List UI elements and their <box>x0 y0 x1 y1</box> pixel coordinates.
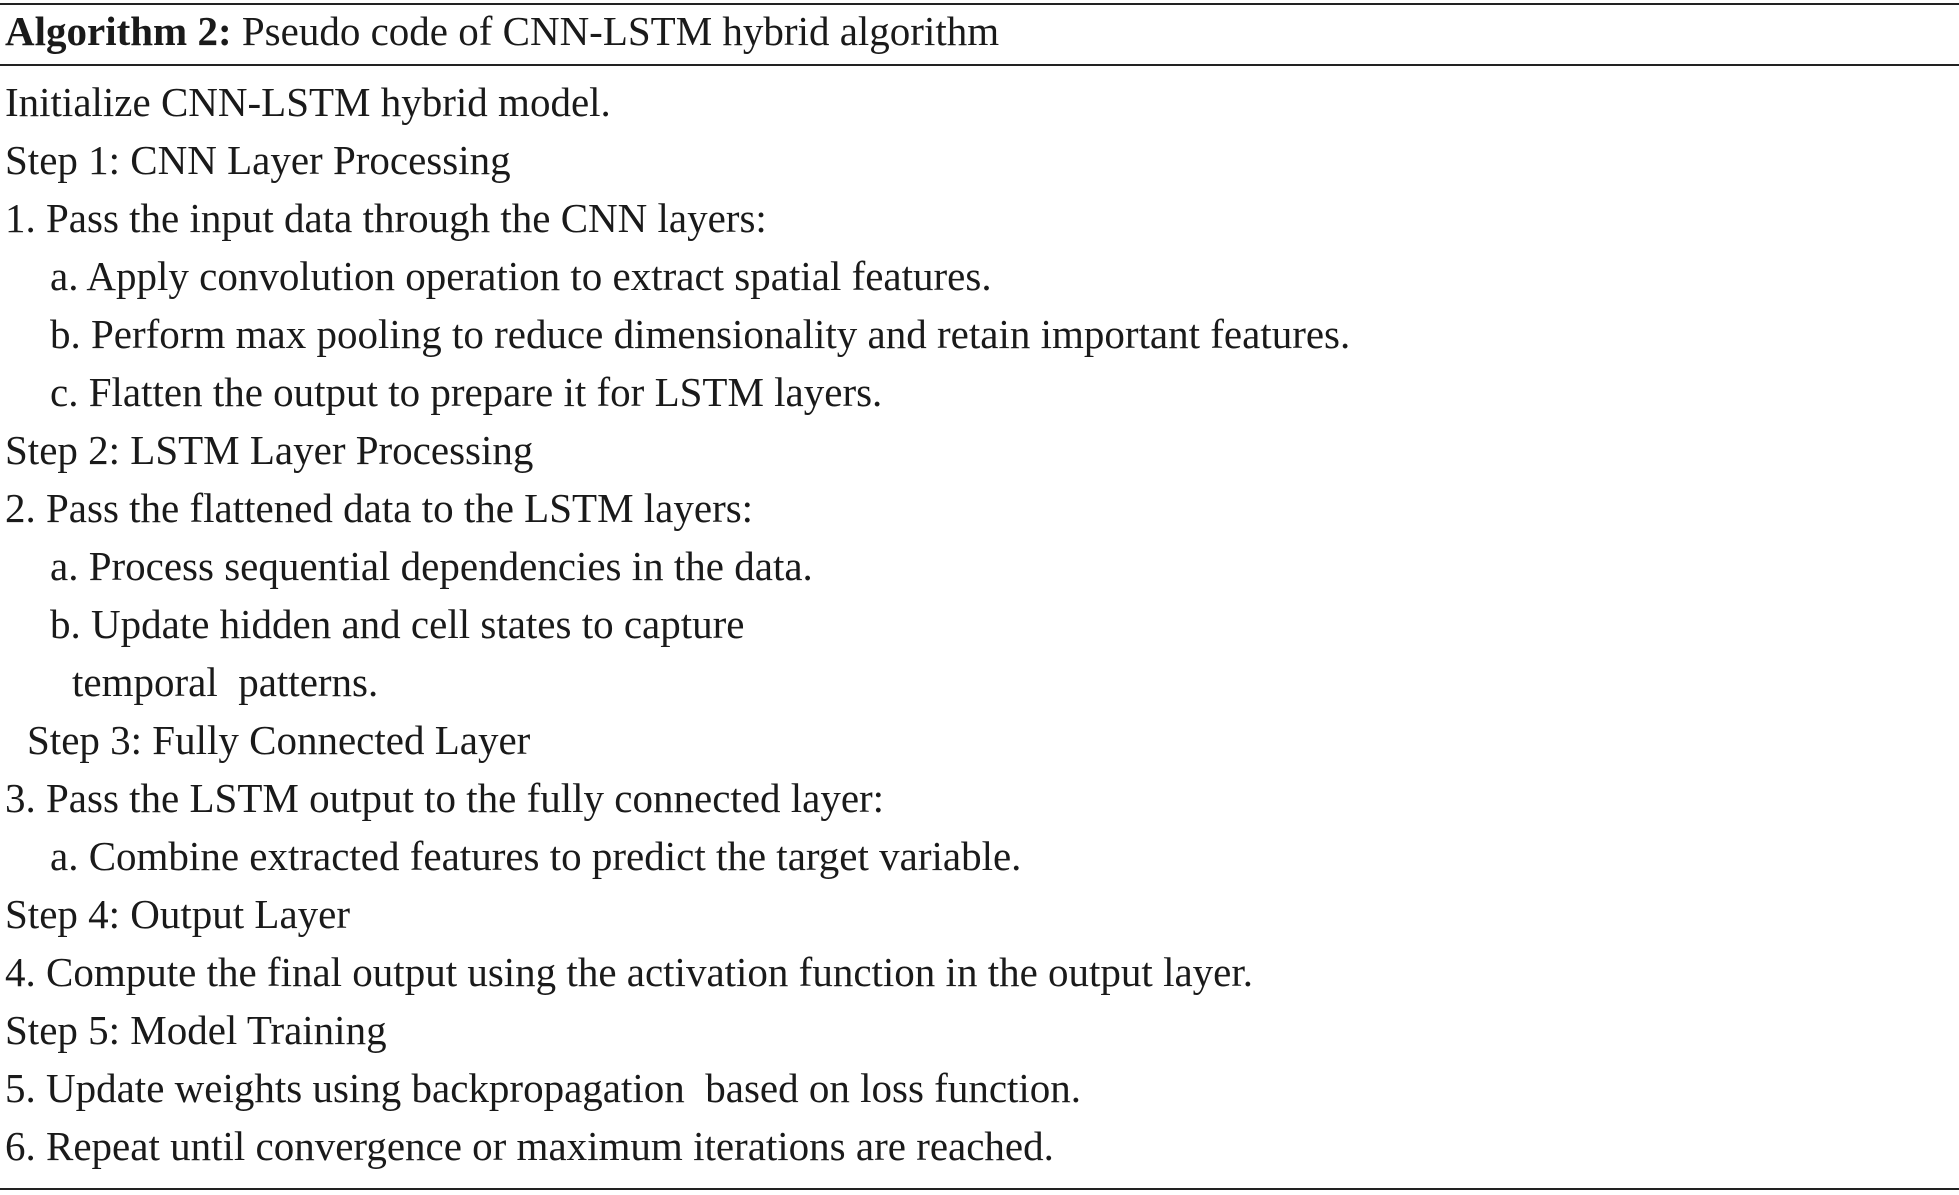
code-line: 1. Pass the input data through the CNN l… <box>5 195 767 241</box>
step-heading: Step 5: Model Training <box>5 1007 387 1053</box>
code-line: 4. Compute the final output using the ac… <box>5 949 1253 995</box>
step-heading: Step 1: CNN Layer Processing <box>5 137 511 183</box>
step-heading: Step 2: LSTM Layer Processing <box>5 427 534 473</box>
code-line: Initialize CNN-LSTM hybrid model. <box>5 79 611 125</box>
code-subline: a. Apply convolution operation to extrac… <box>50 253 992 299</box>
code-subline: a. Combine extracted features to predict… <box>50 833 1022 879</box>
caption-rule <box>0 64 1959 66</box>
algorithm-label: Algorithm 2: <box>5 8 232 54</box>
code-line: 2. Pass the flattened data to the LSTM l… <box>5 485 754 531</box>
code-subline: b. Update hidden and cell states to capt… <box>50 601 745 647</box>
code-subline: b. Perform max pooling to reduce dimensi… <box>50 311 1351 357</box>
step-heading: Step 3: Fully Connected Layer <box>27 717 531 763</box>
bottom-rule <box>0 1188 1959 1190</box>
top-rule <box>0 3 1959 5</box>
code-line: 5. Update weights using backpropagation … <box>5 1065 1082 1111</box>
code-line: 3. Pass the LSTM output to the fully con… <box>5 775 885 821</box>
algorithm-caption: Algorithm 2: Pseudo code of CNN-LSTM hyb… <box>5 2 999 60</box>
pseudo-code-lines: Initialize CNN-LSTM hybrid model. Step 1… <box>0 73 1350 1175</box>
step-heading: Step 4: Output Layer <box>5 891 351 937</box>
code-continuation: temporal patterns. <box>72 659 379 705</box>
algorithm-title: Pseudo code of CNN-LSTM hybrid algorithm <box>241 8 1000 54</box>
code-subline: a. Process sequential dependencies in th… <box>50 543 813 589</box>
code-line: 6. Repeat until convergence or maximum i… <box>5 1123 1054 1169</box>
code-subline: c. Flatten the output to prepare it for … <box>50 369 883 415</box>
